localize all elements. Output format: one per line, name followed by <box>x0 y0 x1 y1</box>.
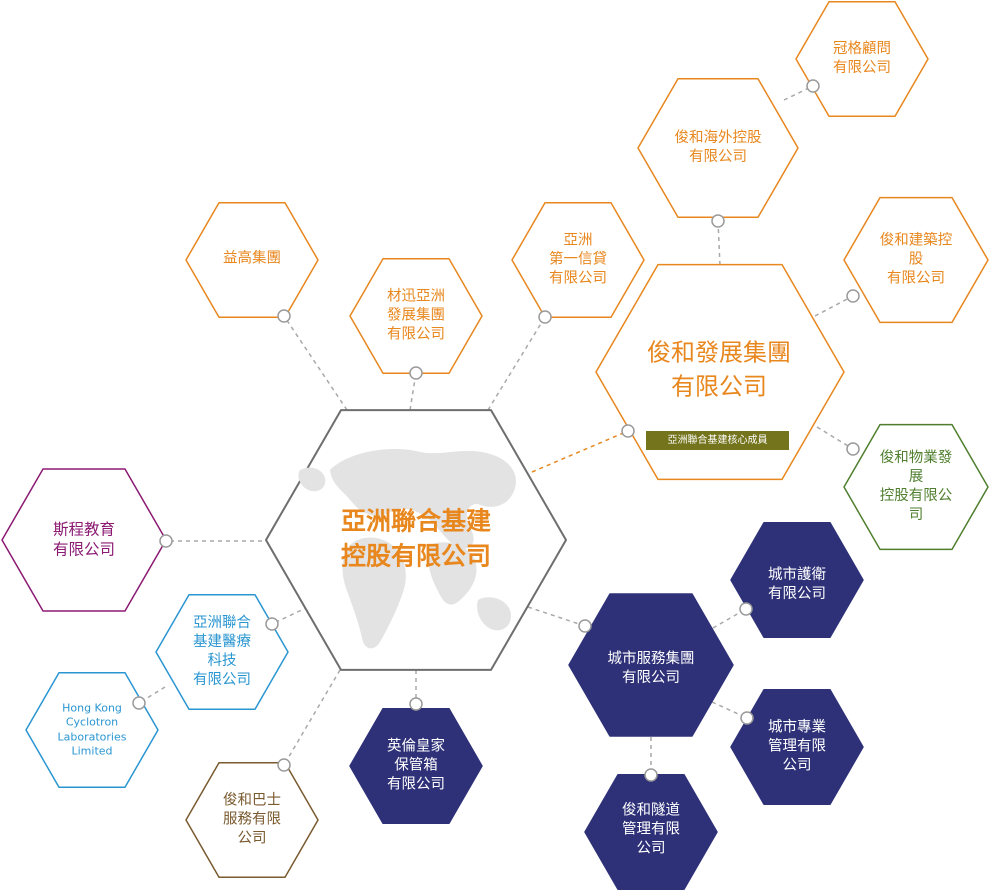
connector-asia-first-credit <box>487 316 546 411</box>
dot-medical <box>265 617 279 631</box>
hex-city-professional <box>730 689 864 805</box>
connector-bus <box>283 669 341 766</box>
junhe-construction-label: 俊和建築控股 有限公司 <box>879 232 953 287</box>
junhe-property-label: 俊和物業發展 控股有限公司 <box>879 449 953 524</box>
hex-cai-xun <box>349 258 483 374</box>
dot-bus <box>277 758 291 772</box>
hex-royal-storage <box>349 708 483 824</box>
medical-tech-label: 亞洲聯合 基建醫療 科技 有限公司 <box>193 614 251 689</box>
connector-dots <box>132 79 860 782</box>
dot-city-services <box>578 619 592 633</box>
dot-cai-xun <box>409 366 423 380</box>
connector-city-guard <box>712 608 747 629</box>
dot-junhe-construction <box>846 289 860 303</box>
asia-first-credit-label: 亞洲 第一信貸 有限公司 <box>549 232 607 287</box>
hex-junhe-development <box>595 263 845 481</box>
royal-storage-label: 英倫皇家 保管箱 有限公司 <box>387 738 445 793</box>
junhe-overseas-label: 俊和海外控股 有限公司 <box>674 129 762 165</box>
connector-junhe-overseas <box>717 220 721 267</box>
core-member-badge: 亞洲聯合基建核心成員 <box>646 431 789 450</box>
connector-yi-gao <box>283 315 348 411</box>
dot-junhe-overseas <box>711 214 725 228</box>
junhe-tunnel-label: 俊和隧道 管理有限 公司 <box>622 802 680 857</box>
connector-junhe-construction <box>814 295 854 317</box>
dot-city-guard <box>739 602 753 616</box>
connector-cai-xun <box>409 372 417 411</box>
dot-sicheng <box>159 534 173 548</box>
hex-yi-gao <box>185 202 319 318</box>
guan-ge-label: 冠格顧問 有限公司 <box>833 40 891 76</box>
hex-junhe-bus <box>185 762 319 878</box>
dot-junhe-property <box>846 442 860 456</box>
dot-guan-ge <box>806 79 820 93</box>
hex-city-services <box>568 593 734 737</box>
sicheng-education-label: 斯程教育 有限公司 <box>52 520 116 559</box>
connector-junhe-property <box>816 426 854 450</box>
world-map-graphic <box>298 449 516 649</box>
connector-junhe-development <box>531 430 629 473</box>
city-guard-label: 城市護衛 有限公司 <box>768 566 826 602</box>
hex-city-guard <box>730 522 864 638</box>
city-services-label: 城市服務集團 有限公司 <box>607 650 695 686</box>
city-professional-label: 城市專業 管理有限 公司 <box>768 719 826 774</box>
connector-city-services <box>527 606 586 627</box>
junhe-bus-label: 俊和巴士 服務有限 公司 <box>223 792 281 847</box>
hk-cyclotron-label: Hong Kong Cyclotron Laboratories Limited <box>57 701 127 758</box>
hex-junhe-overseas <box>637 77 799 219</box>
hex-junhe-tunnel <box>584 774 718 890</box>
dot-royal <box>409 697 423 711</box>
dot-yi-gao <box>277 309 291 323</box>
junhe-development-label: 俊和發展集團 有限公司 <box>647 338 791 400</box>
yi-gao-label: 益高集團 <box>223 250 281 267</box>
dot-junhe-development <box>621 424 635 438</box>
dot-asia-first-credit <box>538 310 552 324</box>
hex-cyclotron <box>25 672 159 788</box>
center-company-label: 亞洲聯合基建 控股有限公司 <box>340 506 492 571</box>
dot-city-professional <box>740 711 754 725</box>
cai-xun-label: 材迅亞洲 發展集團 有限公司 <box>387 288 445 343</box>
hex-guan-ge <box>795 1 929 117</box>
hex-junhe-property <box>843 423 989 551</box>
dot-tunnel <box>644 768 658 782</box>
hex-medical <box>155 594 289 710</box>
dot-cyclotron <box>132 696 146 710</box>
hex-junhe-construction <box>843 196 989 324</box>
